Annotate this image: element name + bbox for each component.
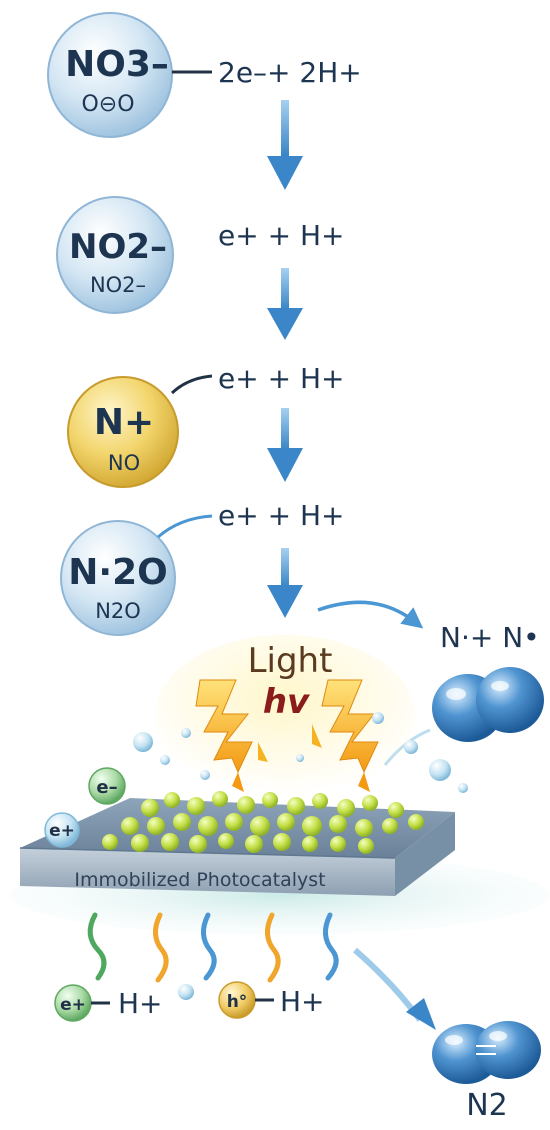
formula-no3: NO3– (65, 44, 169, 85)
bottom-ion-2: H+ (280, 985, 325, 1018)
bubble-n2o (60, 520, 176, 636)
electron-label: e– (96, 777, 117, 798)
reaction-2: e+ + H+ (218, 219, 344, 252)
sub-no2: NO2– (90, 273, 146, 297)
bottom-carrier-2: h° (227, 992, 248, 1012)
formula-n-plus: N+ (94, 402, 154, 443)
curved-arrow-radicals (317, 600, 424, 629)
bottom-pair-1: e+ H+ (54, 984, 163, 1022)
molecule-icon (432, 667, 544, 742)
positive-charge-bubble: e+ (44, 812, 80, 848)
catalyst-particles (102, 791, 424, 854)
species-no2: NO2– NO2– e+ + H+ (56, 196, 344, 314)
light-symbol: hv (263, 682, 311, 722)
bubble-no2 (56, 196, 174, 314)
formula-no2: NO2– (69, 227, 167, 267)
electron-bubble: e– (88, 767, 126, 805)
bottom-pair-2: h° H+ (218, 981, 325, 1019)
species-no3: NO3– O⊖O 2e–+ 2H+ (47, 12, 362, 138)
down-arrow-4 (267, 548, 303, 618)
light-label: Light (248, 641, 333, 681)
radicals-label: N·+ N• (440, 621, 540, 654)
reaction-1: 2e–+ 2H+ (218, 56, 362, 89)
reaction-3: e+ + H+ (218, 362, 344, 395)
n2-molecule-icon (432, 1021, 541, 1084)
down-arrow-1 (267, 100, 303, 190)
connector-line-3 (170, 374, 213, 395)
lightning-bolt-icon-right (321, 679, 379, 792)
down-arrow-2 (267, 268, 303, 340)
positive-charge-label: e+ (49, 821, 75, 841)
product-arrow-head (406, 998, 436, 1030)
lightning-bolt-icon-left (195, 679, 253, 792)
sub-n-plus: NO (108, 451, 140, 475)
sub-no3: O⊖O (81, 92, 134, 117)
spark-left (258, 742, 268, 762)
bottom-ion-1: H+ (118, 987, 163, 1020)
charge-trails (87, 912, 339, 983)
bottom-carrier-1: e+ (60, 995, 86, 1015)
floating-bubbles (133, 712, 468, 793)
reaction-4: e+ + H+ (218, 499, 344, 532)
down-arrow-3 (267, 408, 303, 482)
catalyst-label: Immobilized Photocatalyst (74, 869, 325, 891)
species-n2o: N·2O N2O e+ + H+ (60, 499, 344, 636)
spark-right (312, 724, 322, 748)
species-n-plus: N+ NO e+ + H+ (67, 362, 344, 488)
small-bubble (178, 984, 194, 1000)
sub-n2o: N2O (95, 599, 141, 623)
product-label: N2 (466, 1088, 508, 1123)
bubble-n-plus (67, 376, 179, 488)
bubble-no3 (47, 12, 173, 138)
connector-line-4 (157, 514, 213, 539)
formula-n2o: N·2O (68, 552, 167, 593)
